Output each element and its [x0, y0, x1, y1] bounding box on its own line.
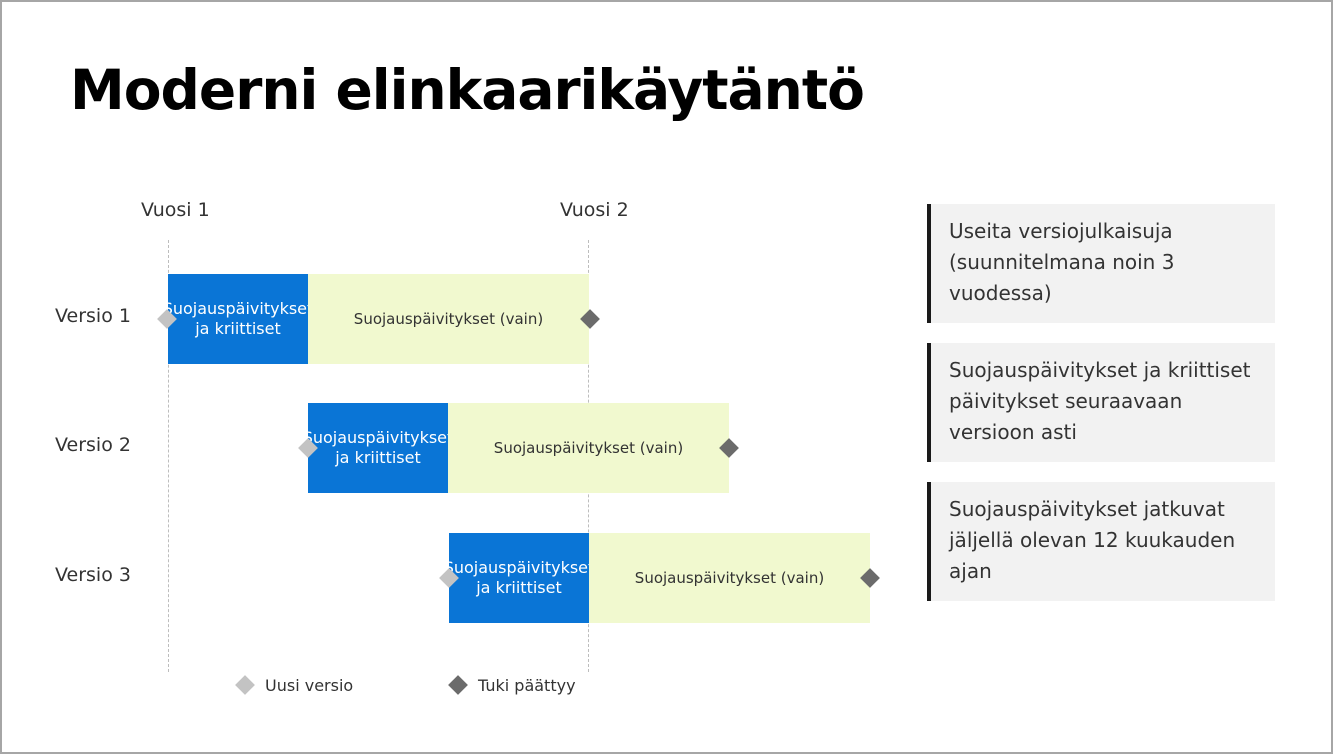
legend-new-version-label: Uusi versio — [265, 676, 354, 695]
critical-updates-label: Suojauspäivitykset ja kriittiset — [162, 299, 314, 338]
security-updates-label: Suojauspäivitykset (vain) — [493, 439, 684, 457]
row-label-versio-3: Versio 3 — [55, 564, 131, 586]
security-updates-label: Suojauspäivitykset (vain) — [634, 569, 825, 587]
note-box-critical-updates: Suojauspäivitykset ja kriittiset päivity… — [927, 343, 1275, 462]
note-text: Useita versiojulkaisuja (suunnitelmana n… — [949, 219, 1175, 305]
critical-updates-bar-versio-1: Suojauspäivitykset ja kriittiset — [163, 274, 313, 364]
security-updates-bar-versio-1: Suojauspäivitykset (vain) — [308, 274, 589, 364]
critical-updates-label: Suojauspäivitykset ja kriittiset — [443, 558, 595, 597]
critical-updates-label: Suojauspäivitykset ja kriittiset — [302, 428, 454, 467]
note-box-security-continuation: Suojauspäivitykset jatkuvat jäljellä ole… — [927, 482, 1275, 601]
critical-updates-bar-versio-3: Suojauspäivitykset ja kriittiset — [444, 533, 594, 623]
legend-support-ends-label: Tuki päättyy — [478, 676, 576, 695]
note-box-releases: Useita versiojulkaisuja (suunnitelmana n… — [927, 204, 1275, 323]
security-updates-bar-versio-2: Suojauspäivitykset (vain) — [448, 403, 729, 493]
security-updates-bar-versio-3: Suojauspäivitykset (vain) — [589, 533, 870, 623]
critical-updates-bar-versio-2: Suojauspäivitykset ja kriittiset — [303, 403, 453, 493]
row-label-versio-1: Versio 1 — [55, 305, 131, 327]
row-label-versio-2: Versio 2 — [55, 434, 131, 456]
year-1-gridline — [168, 240, 169, 672]
note-text: Suojauspäivitykset jatkuvat jäljellä ole… — [949, 497, 1236, 583]
slide-title: Moderni elinkaarikäytäntö — [70, 58, 865, 122]
year-label-1: Vuosi 1 — [141, 199, 210, 221]
note-text: Suojauspäivitykset ja kriittiset päivity… — [949, 358, 1251, 444]
year-label-2: Vuosi 2 — [560, 199, 629, 221]
security-updates-label: Suojauspäivitykset (vain) — [353, 310, 544, 328]
